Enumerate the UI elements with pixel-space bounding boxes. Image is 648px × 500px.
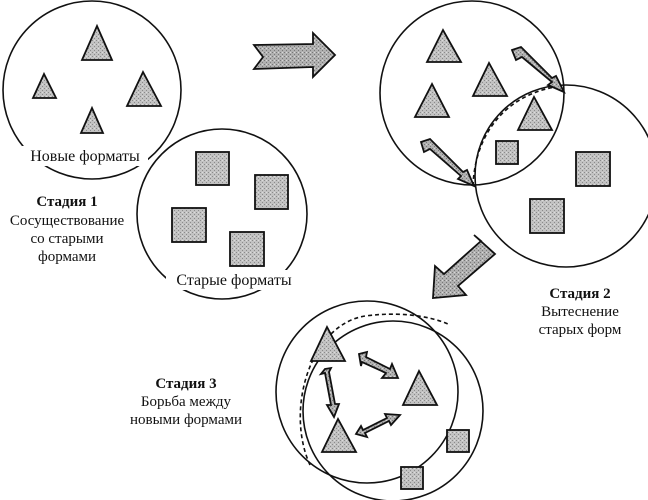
old-format-square xyxy=(254,174,289,210)
new-format-triangle xyxy=(320,417,358,453)
transition-arrow-right-icon xyxy=(252,30,337,80)
stage2-desc-line: Вытеснение xyxy=(541,304,619,320)
new-format-triangle xyxy=(401,368,439,406)
old-format-square xyxy=(171,207,207,243)
old-format-square xyxy=(446,429,470,453)
stage3-desc-line: Борьба между xyxy=(141,394,232,410)
stage3-circle-outer xyxy=(275,300,459,484)
stage1-desc-line: формами xyxy=(38,249,96,265)
new-formats-circle xyxy=(2,0,182,180)
new-format-triangle xyxy=(79,105,105,134)
new-format-triangle xyxy=(425,28,463,63)
new-format-triangle xyxy=(471,61,509,97)
new-formats-circle xyxy=(379,0,565,186)
old-format-square xyxy=(400,466,424,490)
stage1-desc-line: со старыми xyxy=(30,231,103,247)
new-format-triangle xyxy=(80,23,114,61)
stage2-desc-line: старых форм xyxy=(539,322,622,338)
old-format-square xyxy=(575,151,611,187)
stage2-group: Стадия 2 Вытеснение старых форм xyxy=(379,0,648,338)
stage1-desc-line: Сосуществование xyxy=(10,213,125,229)
transition-arrow-down-left-icon xyxy=(432,234,497,299)
stage1-title: Стадия 1 xyxy=(36,194,97,210)
old-formats-circle xyxy=(474,84,648,268)
old-format-square xyxy=(529,198,565,234)
competition-arrow-icon xyxy=(354,412,402,439)
old-format-square xyxy=(495,140,519,165)
new-format-triangle xyxy=(31,71,58,99)
stage3-desc-line: новыми формами xyxy=(130,412,242,428)
new-format-triangle xyxy=(309,324,347,362)
stage3-circle-shifted xyxy=(302,320,484,500)
stage3-group: Стадия 3 Борьба между новыми формами xyxy=(130,300,484,500)
new-format-triangle xyxy=(413,82,451,118)
new-formats-label: Новые форматы xyxy=(30,148,140,165)
old-formats-label: Старые форматы xyxy=(176,272,291,289)
old-boundary-dashed xyxy=(472,85,563,187)
competition-arrow-icon xyxy=(318,366,341,420)
displacement-arrow-icon xyxy=(419,137,476,188)
stage3-title: Стадия 3 xyxy=(155,376,216,392)
old-boundary-dashed xyxy=(299,313,451,466)
old-format-square xyxy=(195,151,230,186)
displacement-arrow-icon xyxy=(510,45,566,94)
old-formats-circle xyxy=(136,128,308,300)
old-format-square xyxy=(229,231,265,267)
stage2-title: Стадия 2 xyxy=(549,286,610,302)
new-format-triangle xyxy=(125,69,163,107)
new-format-triangle xyxy=(516,95,554,131)
competition-arrow-icon xyxy=(357,350,400,379)
stage1-group: Новые форматы Старые форматы Стадия 1 Со… xyxy=(2,0,308,300)
